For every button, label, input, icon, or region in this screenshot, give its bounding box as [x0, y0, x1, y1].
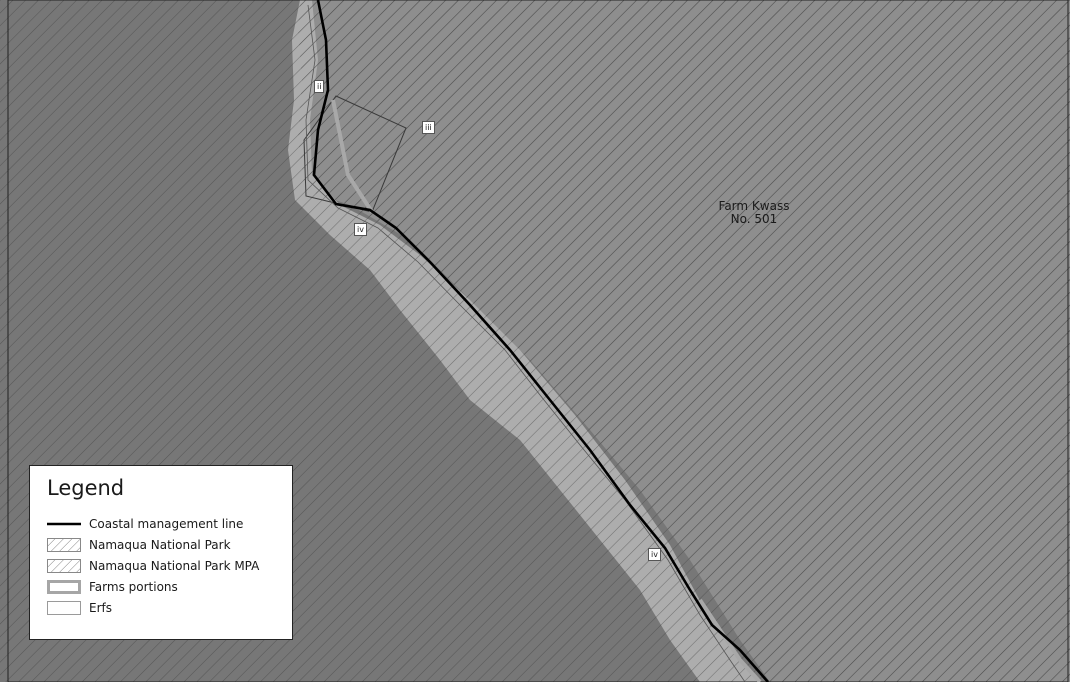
farm-number: No. 501 [730, 212, 778, 226]
coastal-management-line [312, 0, 769, 682]
park-hatch-swatch [47, 538, 81, 552]
legend-panel: Legend Coastal management line Namaqua N… [29, 465, 293, 640]
legend-item-coastal-line: Coastal management line [47, 515, 243, 533]
mpa-hatch-swatch [47, 559, 81, 573]
legend-item-national-park: Namaqua National Park [47, 536, 231, 554]
farm-label: Farm Kwass No. 501 [706, 200, 802, 226]
park-hatch [298, 0, 1070, 682]
coastal-line-swatch [47, 522, 81, 526]
farm-name: Farm Kwass [718, 199, 790, 213]
marker-iv-bottom: iv [648, 548, 661, 561]
legend-title: Legend [47, 476, 125, 500]
farm-portion-line [331, 99, 762, 682]
marker-iii: iii [422, 121, 435, 134]
legend-label: Coastal management line [89, 517, 244, 531]
marker-ii: ii [314, 80, 325, 93]
erf-swatch [47, 601, 81, 615]
legend-label: Farms portions [89, 580, 178, 594]
farm-portion-swatch [47, 580, 81, 594]
legend-label: Namaqua National Park MPA [89, 559, 260, 573]
legend-label: Erfs [89, 601, 112, 615]
legend-label: Namaqua National Park [89, 538, 231, 552]
legend-item-national-park-mpa: Namaqua National Park MPA [47, 557, 259, 575]
erf-boundary [305, 4, 746, 682]
legend-item-erfs: Erfs [47, 599, 112, 617]
legend-item-farms-portions: Farms portions [47, 578, 178, 596]
map-frame [7, 0, 1069, 682]
marker-iv-top: iv [354, 223, 367, 236]
